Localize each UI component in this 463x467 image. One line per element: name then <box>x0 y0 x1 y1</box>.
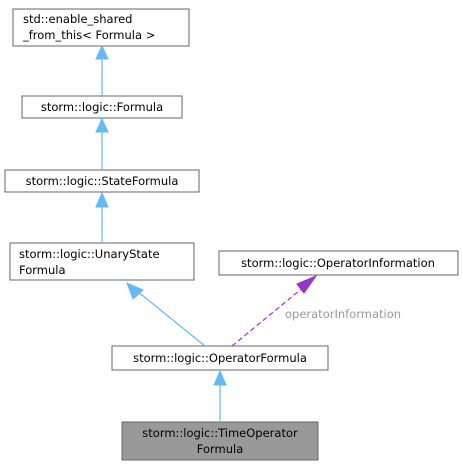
inheritance-arrowhead <box>95 117 109 133</box>
edge-state-formula-to-formula <box>95 117 109 170</box>
node-enable-shared-label-line2: _from_this< Formula > <box>22 28 155 42</box>
node-time-operator-formula-label-line2: Formula <box>197 442 244 456</box>
edge-unary-state-formula-to-state-formula <box>95 191 109 243</box>
node-enable-shared-from-this[interactable]: std::enable_shared _from_this< Formula > <box>12 8 190 47</box>
node-operator-formula-label: storm::logic::OperatorFormula <box>133 351 307 365</box>
node-state-formula[interactable]: storm::logic::StateFormula <box>4 169 200 193</box>
node-unary-state-formula-label-line2: Formula <box>19 263 66 277</box>
node-operator-information[interactable]: storm::logic::OperatorInformation <box>218 250 459 276</box>
edge-formula-to-enable-shared <box>95 44 109 96</box>
node-enable-shared-label-line1: std::enable_shared <box>23 12 132 26</box>
inheritance-arrowhead <box>95 191 109 208</box>
node-time-operator-formula[interactable]: storm::logic::TimeOperator Formula <box>121 421 319 461</box>
node-state-formula-label: storm::logic::StateFormula <box>26 174 179 188</box>
node-unary-state-formula-label-line1: storm::logic::UnaryState <box>19 247 160 261</box>
node-operator-formula[interactable]: storm::logic::OperatorFormula <box>111 345 329 371</box>
node-time-operator-formula-label-line1: storm::logic::TimeOperator <box>142 426 298 440</box>
inheritance-arrowhead <box>213 369 227 386</box>
edge-label-operator-information: operatorInformation <box>285 307 401 321</box>
inheritance-arrowhead <box>126 282 144 300</box>
node-formula[interactable]: storm::logic::Formula <box>21 95 183 119</box>
edge-operator-formula-to-unary-state-formula <box>126 282 206 347</box>
edge-time-operator-formula-to-operator-formula <box>213 369 227 422</box>
edge-operator-formula-uses-operator-information: operatorInformation <box>231 274 401 347</box>
node-operator-information-label: storm::logic::OperatorInformation <box>241 256 435 270</box>
inheritance-arrowhead <box>95 44 109 60</box>
node-unary-state-formula[interactable]: storm::logic::UnaryState Formula <box>9 242 195 281</box>
usage-arrowhead <box>296 274 318 294</box>
node-formula-label: storm::logic::Formula <box>41 100 163 114</box>
